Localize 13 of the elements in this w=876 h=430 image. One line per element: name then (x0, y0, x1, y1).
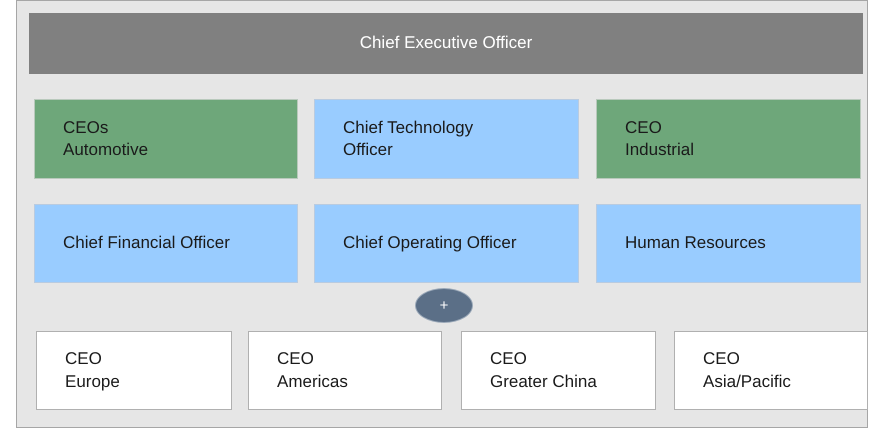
role-box: CEOs Automotive (34, 99, 298, 179)
region-box: CEO Greater China (461, 331, 656, 410)
chart-panel (16, 0, 868, 428)
role-box: Human Resources (596, 204, 861, 283)
region-box: CEO Asia/Pacific (674, 331, 868, 410)
role-box: Chief Financial Officer (34, 204, 298, 283)
header-bar: Chief Executive Officer (29, 13, 863, 74)
role-box: CEO Industrial (596, 99, 861, 179)
expand-button: + (415, 288, 473, 323)
region-box: CEO Americas (248, 331, 442, 410)
region-box: CEO Europe (36, 331, 232, 410)
role-box: Chief Operating Officer (314, 204, 579, 283)
role-box: Chief Technology Officer (314, 99, 579, 179)
